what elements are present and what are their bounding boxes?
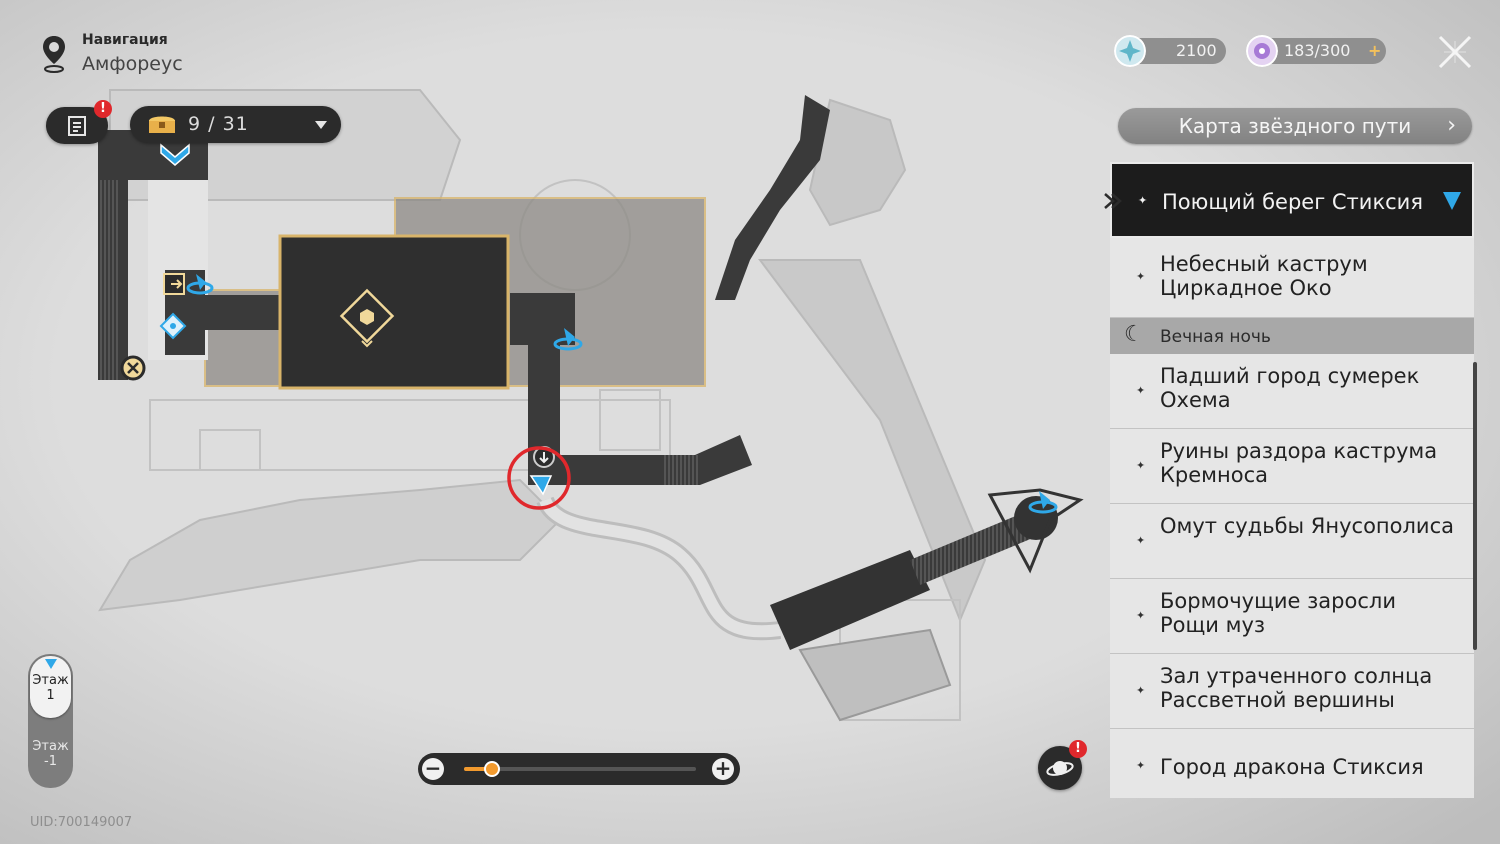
location-label: Бормочущие заросли Рощи муз [1160, 589, 1396, 637]
location-label: Падший город сумерек Охема [1160, 364, 1420, 412]
current-location-icon [1443, 192, 1461, 210]
add-power-button[interactable]: + [1368, 41, 1382, 60]
trailblaze-power-value: 183/300 [1284, 41, 1351, 60]
floor-button[interactable]: Этаж -1 [32, 739, 69, 769]
east-pier [770, 488, 1084, 722]
location-label: Омут судьбы Янусополиса [1160, 514, 1454, 538]
space-anchor-icon[interactable] [160, 143, 190, 166]
zoom-slider: − + [418, 753, 740, 785]
location-item[interactable]: ✦ Руины раздора каструма Кремноса [1110, 429, 1474, 504]
location-item[interactable]: ✦ Небесный каструм Циркадное Око [1110, 238, 1474, 318]
zoom-out-button[interactable]: − [422, 758, 444, 780]
star-icon: ✦ [1136, 684, 1146, 697]
close-icon[interactable] [1436, 33, 1474, 71]
star-icon: ✦ [1136, 534, 1146, 547]
document-icon [68, 116, 86, 136]
location-label: Поющий берег Стиксия [1162, 190, 1423, 214]
star-icon: ✦ [1136, 270, 1146, 283]
location-item[interactable]: ✦ Бормочущие заросли Рощи муз [1110, 579, 1474, 654]
floor-button-active[interactable]: Этаж 1 [30, 656, 71, 718]
exit-door-icon[interactable] [163, 273, 185, 295]
combat-icon[interactable] [120, 355, 146, 381]
location-label: Небесный каструм Циркадное Око [1160, 252, 1368, 300]
trailblaze-power-icon [1246, 35, 1278, 67]
player-uid: UID:700149007 [30, 815, 133, 830]
region-label: Вечная ночь [1160, 327, 1271, 347]
player-highlight-ring [507, 446, 571, 510]
teleport-anchor-icon[interactable] [553, 328, 583, 351]
star-icon: ✦ [1136, 459, 1146, 472]
nav-label: Навигация [82, 32, 168, 48]
star-path-label: Карта звёздного пути [1178, 114, 1412, 138]
location-item[interactable]: ✦ Город дракона Стиксия [1110, 729, 1474, 798]
floor-selector: Этаж 1 Этаж -1 [28, 654, 73, 788]
trailblaze-power[interactable]: 183/300 + [1246, 35, 1386, 67]
star-icon: ✦ [1136, 384, 1146, 397]
notification-badge: ! [94, 100, 112, 118]
chest-count: 9 / 31 [188, 113, 249, 135]
chest-counter-dropdown[interactable]: 9 / 31 [130, 106, 341, 143]
treasure-chest-icon [149, 116, 175, 133]
puzzle-cube-icon[interactable] [339, 288, 395, 348]
location-label: Руины раздора каструма Кремноса [1160, 439, 1438, 487]
primary-currency-value: 2100 [1176, 41, 1217, 60]
selection-caret-icon [1104, 193, 1122, 209]
stellar-jade-icon [1114, 35, 1146, 67]
north-cliff [715, 95, 830, 300]
crescent-moon-icon: ☾ [1124, 322, 1144, 347]
floor-label: Этаж 1 [32, 673, 69, 703]
primary-currency[interactable]: 2100 [1114, 35, 1226, 67]
teleport-anchor-icon[interactable] [1028, 491, 1058, 514]
location-item-active[interactable]: ✦ Поющий берег Стиксия [1110, 162, 1474, 238]
central-room [278, 234, 510, 390]
star-icon: ✦ [1138, 194, 1148, 207]
plaza-outline [149, 179, 961, 721]
corridors [510, 293, 752, 485]
star-path-map-button[interactable]: Карта звёздного пути › [1118, 108, 1472, 144]
location-list: ✦ Поющий берег Стиксия ✦ Небесный кастру… [1110, 162, 1474, 798]
orbit-icon [1046, 761, 1074, 776]
location-item[interactable]: ✦ Падший город сумерек Охема [1110, 354, 1474, 429]
location-list-scrollbar[interactable] [1473, 362, 1477, 650]
mission-log-button[interactable]: ! [46, 100, 112, 144]
zoom-handle[interactable] [483, 761, 500, 777]
location-label: Зал утраченного солнца Рассветной вершин… [1160, 664, 1433, 712]
teleport-anchor-icon[interactable] [159, 312, 187, 340]
chevron-right-icon: › [1447, 113, 1456, 138]
zoom-in-button[interactable]: + [712, 758, 734, 780]
location-label: Город дракона Стиксия [1160, 755, 1424, 779]
notification-badge: ! [1069, 740, 1087, 758]
teleport-anchor-icon[interactable] [186, 274, 214, 295]
area-name: Амфореус [82, 53, 183, 75]
zoom-track[interactable] [464, 761, 696, 777]
location-item[interactable]: ✦ Зал утраченного солнца Рассветной верш… [1110, 654, 1474, 729]
chevron-down-icon [315, 121, 327, 129]
star-icon: ✦ [1136, 759, 1146, 772]
region-header: ☾ Вечная ночь [1110, 318, 1474, 354]
star-icon: ✦ [1136, 609, 1146, 622]
location-item[interactable]: ✦ Омут судьбы Янусополиса [1110, 504, 1474, 579]
player-arrow-icon [529, 475, 553, 496]
orbit-button[interactable]: ! [1038, 740, 1087, 790]
map-pin-icon [43, 36, 65, 73]
current-floor-icon [45, 659, 57, 669]
zoom-fill [464, 767, 492, 771]
